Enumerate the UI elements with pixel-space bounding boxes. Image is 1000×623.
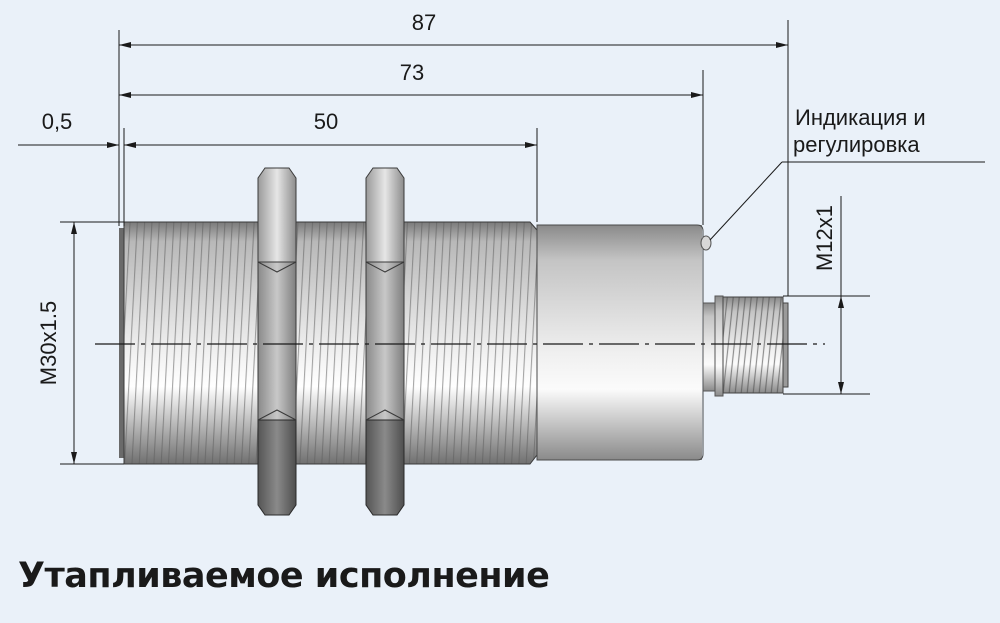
indicator-led xyxy=(700,235,712,251)
rear-housing xyxy=(537,225,702,460)
nut-left xyxy=(257,167,297,516)
dim-87-label: 87 xyxy=(412,10,436,35)
callout-line1: Индикация и xyxy=(795,105,926,130)
caption-title: Утапливаемое исполнение xyxy=(18,556,550,596)
dim-73-label: 73 xyxy=(400,60,424,85)
callout-line2: регулировка xyxy=(793,132,920,157)
dim-05-label: 0,5 xyxy=(42,109,73,134)
sensor-body xyxy=(119,221,789,465)
dim-50-label: 50 xyxy=(314,109,338,134)
callout-leader xyxy=(709,161,783,241)
dimension-lines xyxy=(18,20,985,465)
connector-neck xyxy=(702,302,716,392)
dim-m12-label: M12x1 xyxy=(812,205,837,271)
nut-right xyxy=(365,167,405,516)
barrel-threads xyxy=(124,222,537,464)
sensor-drawing: 87 73 50 0,5 M30x1.5 M12x1 Индикация и р… xyxy=(18,10,985,516)
dim-m30-label: M30x1.5 xyxy=(36,301,61,385)
